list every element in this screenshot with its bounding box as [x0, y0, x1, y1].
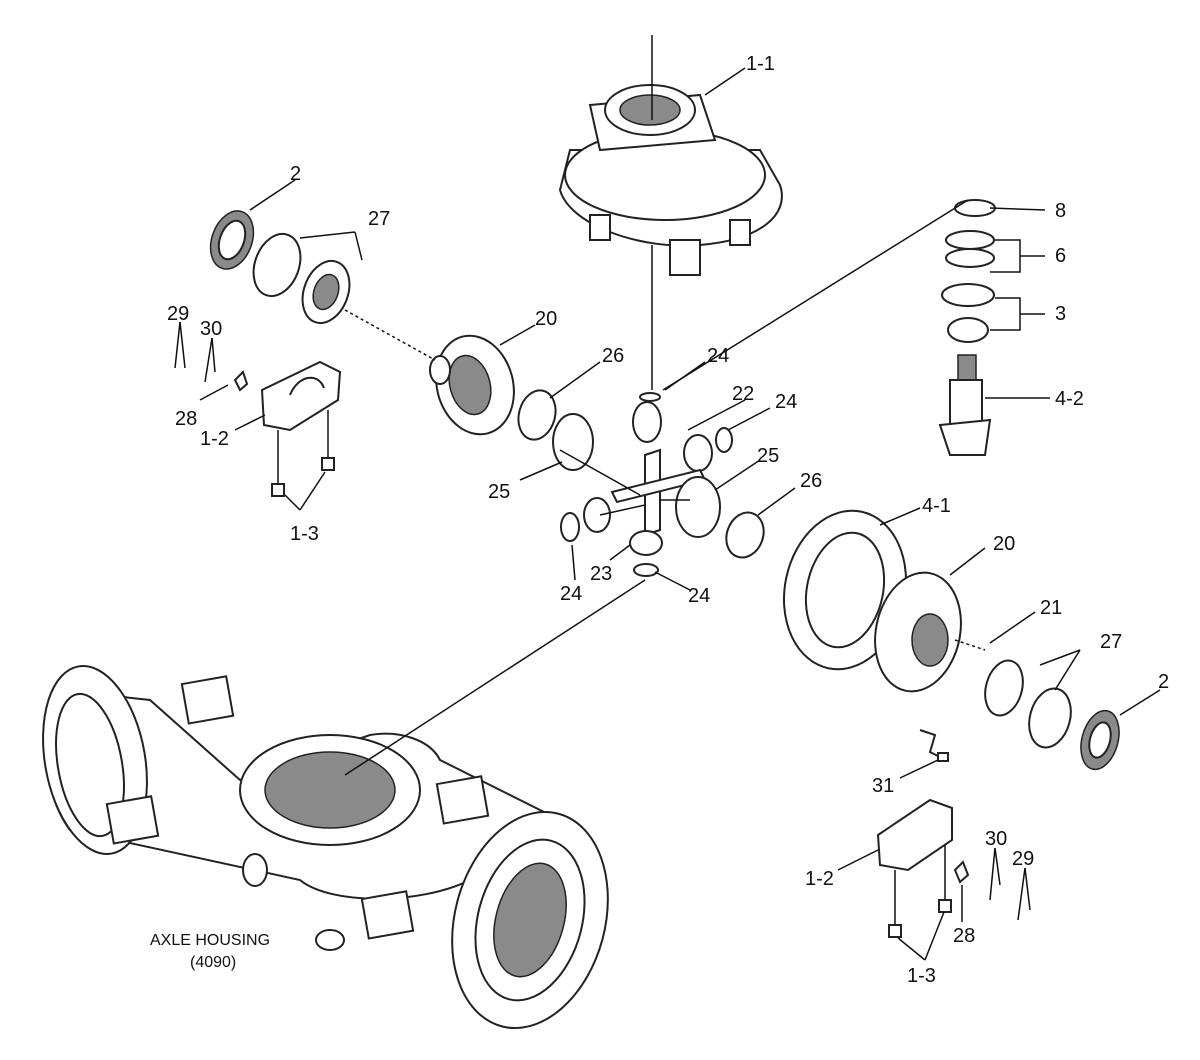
callout-29-right: 29 [1012, 848, 1034, 870]
left-bearing-set [209, 210, 351, 324]
callout-20-right: 20 [993, 533, 1015, 555]
callout-27-left: 27 [368, 208, 390, 230]
callout-3: 3 [1055, 303, 1066, 325]
right-bearing-set [984, 659, 1120, 771]
callout-1-2-left: 1-2 [200, 428, 229, 450]
callout-21: 21 [1040, 597, 1062, 619]
callout-24-top: 24 [707, 345, 729, 367]
callout-4-2: 4-2 [1055, 388, 1084, 410]
right-bearing-cap [876, 729, 970, 938]
axle-housing-caption: AXLE HOUSING (4090) [150, 932, 270, 971]
callout-8: 8 [1055, 200, 1066, 222]
callout-24-bottom-left: 24 [560, 583, 582, 605]
callout-24-right: 24 [775, 391, 797, 413]
callout-2-right: 2 [1158, 671, 1169, 693]
callout-24-bottom-right: 24 [688, 585, 710, 607]
callout-1-3-left: 1-3 [290, 523, 319, 545]
callout-28-right: 28 [953, 925, 975, 947]
differential-case-right [874, 571, 962, 693]
pinion-assembly [938, 199, 996, 456]
caption-code: (4090) [190, 954, 236, 971]
callout-29-left: 29 [167, 303, 189, 325]
callout-1-2-right: 1-2 [805, 868, 834, 890]
differential-case-left [429, 334, 515, 436]
axle-housing [42, 665, 609, 1030]
left-bearing-cap [233, 360, 342, 497]
callout-27-right: 27 [1100, 631, 1122, 653]
callout-30-right: 30 [985, 828, 1007, 850]
differential-gears [517, 389, 765, 577]
callout-6: 6 [1055, 245, 1066, 267]
callout-leaders [174, 67, 1161, 961]
callout-1-1: 1-1 [746, 53, 775, 75]
callout-4-1: 4-1 [922, 495, 951, 517]
differential-carrier [558, 84, 783, 276]
caption-title: AXLE HOUSING [150, 932, 270, 949]
callout-2-left: 2 [290, 163, 301, 185]
callout-1-3-right: 1-3 [907, 965, 936, 987]
callout-25-left: 25 [488, 481, 510, 503]
callout-26-right: 26 [800, 470, 822, 492]
assembly-guide-lines [344, 35, 986, 776]
callout-20-left: 20 [535, 308, 557, 330]
callout-22: 22 [732, 383, 754, 405]
callout-23: 23 [590, 563, 612, 585]
part-callouts: 1-1 2 27 8 6 3 4-2 29 30 20 26 24 22 24 … [167, 53, 1169, 987]
callout-26-top: 26 [602, 345, 624, 367]
callout-25-right: 25 [757, 445, 779, 467]
callout-28-left: 28 [175, 408, 197, 430]
callout-31: 31 [872, 775, 894, 797]
callout-30-left: 30 [200, 318, 222, 340]
